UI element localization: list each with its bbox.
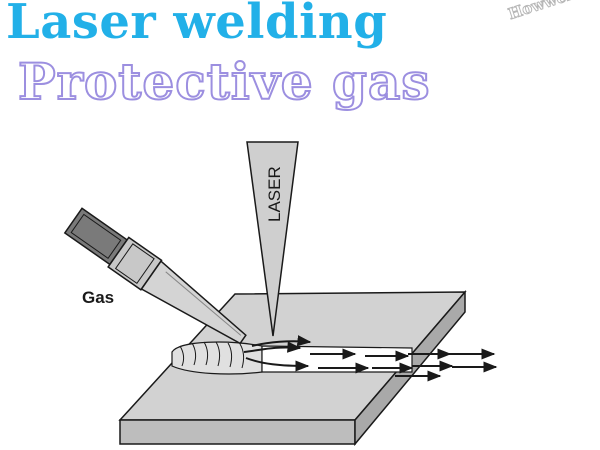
gas-flow-arrows (243, 335, 498, 382)
diagram-title: Laser welding (6, 0, 388, 50)
plate-front-face (119, 419, 356, 445)
gas-label: Gas (82, 288, 114, 307)
flow-arrow (243, 341, 302, 353)
gas-nozzle: Gas (63, 207, 247, 345)
laser-beam: LASER (246, 141, 299, 337)
diagram-subtitle: Protective gas (17, 51, 431, 112)
flow-arrow (245, 357, 310, 372)
laser-label: LASER (265, 166, 284, 222)
flow-arrow (251, 335, 312, 347)
